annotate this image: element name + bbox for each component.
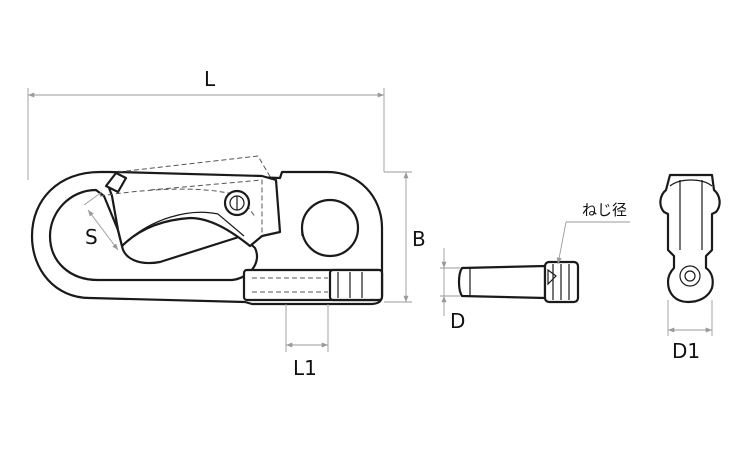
hook-gate [106,170,282,248]
gate-swing-path [99,188,257,219]
hook-eye-inner [301,199,331,237]
snap-hook-end-view [659,173,721,304]
end-view-hole-inner [684,270,696,282]
dimension-S-label: S [85,225,98,249]
gate-hidden-outline [117,155,273,236]
dimension-B-label: B [412,227,426,251]
bolt-part-socket [547,268,557,286]
dimension-L-label: L [204,67,216,91]
dimension-D1-label: D1 [672,339,700,363]
snap-hook-side-view [30,155,384,306]
bolt-head [328,268,384,302]
bolt-part-shank [457,264,547,300]
end-view-top-curve [669,179,713,187]
dimension-L: L [27,67,385,180]
end-view-body [659,173,721,304]
gate-edge [121,211,245,247]
dimension-S: S [83,191,119,251]
dimension-L1: L1 [285,304,329,380]
hook-body-outline [30,170,384,306]
bolt-part-view [457,260,580,304]
dimension-D-label: D [450,309,465,333]
bolt-hidden-thread [252,277,328,293]
dimension-D1: D1 [667,300,713,363]
end-view-hole [679,265,701,287]
gate-tab [104,171,128,194]
dimension-B: B [384,171,426,303]
thread-callout: ねじ径 [556,201,630,265]
dimension-L1-label: L1 [293,356,317,380]
dimension-D: D [440,248,465,333]
thread-callout-label: ねじ径 [582,201,627,219]
hook-inner-opening [48,188,258,282]
